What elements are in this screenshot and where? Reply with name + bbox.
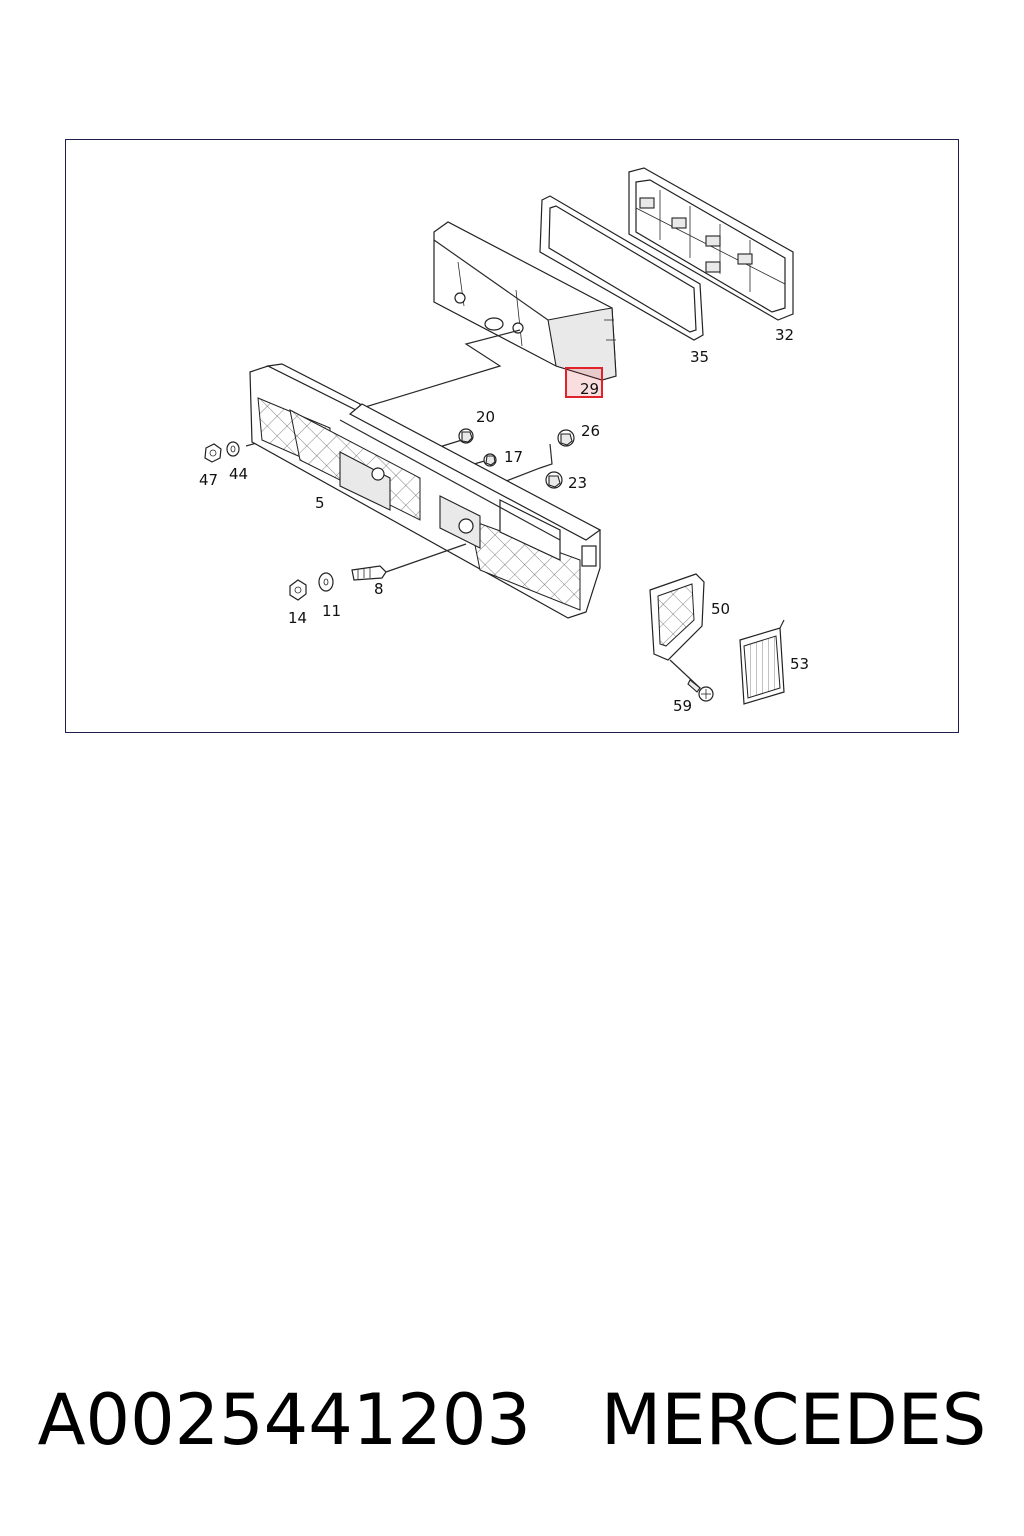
brand-name: MERCEDES <box>600 1379 987 1461</box>
diagram-frame <box>65 139 959 733</box>
part-number: A0025441203 <box>37 1379 531 1461</box>
footer-caption: A0025441203 MERCEDES <box>0 1370 1024 1470</box>
